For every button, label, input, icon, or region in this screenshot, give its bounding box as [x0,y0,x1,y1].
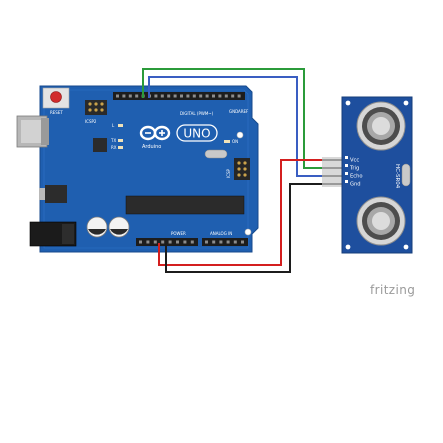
crystal [204,149,228,159]
header-pin [153,240,157,244]
header-pin [205,94,209,98]
header-pin [241,240,244,244]
power-header: POWER [136,231,198,246]
trig-wire [142,68,322,169]
status-leds: L TX RX [110,123,123,150]
header-pin [116,94,119,98]
header-pin [233,240,237,244]
header-pin [173,94,177,98]
gnd-top-label: GND [229,109,238,114]
reset-label: RESET [50,110,63,115]
echo-wire [148,76,322,177]
header-pin [190,240,194,244]
icsp-label: ICSP [226,168,231,178]
header-pin [154,94,158,98]
header-pin [226,240,230,244]
sensor-crystal [401,163,411,187]
pin-label-vcc: Vcc [350,158,359,164]
header-pin [231,94,235,98]
header-pin [212,94,215,98]
analog-label: ANALOG IN [210,231,232,236]
header-pin [128,94,132,98]
usb-chip [93,138,107,152]
capacitor [86,216,108,238]
mounting-hole [244,228,252,236]
tx-label: TX [110,138,116,143]
uno-label: UNO [183,127,210,141]
header-pin [160,94,164,98]
header-pin [122,94,126,98]
l-label: L [112,123,115,128]
ultrasonic-transducer [356,101,406,151]
analog-header: ANALOG IN [202,231,248,246]
pin-label-gnd: Gnd [350,182,361,188]
header-pin [161,240,165,244]
on-led [224,140,230,143]
header-pin [199,94,203,98]
vcc-wire [158,159,322,266]
sensor-header [322,157,344,187]
header-pin [183,240,187,244]
capacitor [108,216,130,238]
icsp-header: ICSP [226,158,250,180]
gnd-wire [165,183,322,273]
rx-label: RX [111,145,117,150]
wires [142,68,322,273]
header-pin [218,94,222,98]
header-pin [219,240,223,244]
header-pin [180,94,183,98]
aref-label: AREF [238,109,249,114]
header-pin [205,240,208,244]
hc-sr04-sensor: HC-SR04 Vcc Trig Echo Gnd [322,96,413,254]
digital-label: DIGITAL (PWM~) [180,111,214,116]
header-pin [176,240,179,244]
pin-label-trig: Trig [349,166,359,172]
atmega-chip [125,195,245,215]
header-pin [167,94,171,98]
icsp2-label: ICSP2 [85,119,97,124]
header-pin [212,240,216,244]
mounting-hole [236,131,244,139]
header-pin [146,240,150,244]
header-pin [192,94,196,98]
header-pin [135,94,139,98]
fritzing-credit: fritzing [370,283,415,297]
pin-label-echo: Echo [350,174,363,180]
header-pin [237,94,241,98]
header-pin [224,94,228,98]
sensor-model-label: HC-SR04 [394,164,400,189]
arduino-logo: UNO Arduino [139,124,218,150]
ultrasonic-transducer [356,196,406,246]
header-pin [139,240,142,244]
arduino-uno-board: RESET ICSP2 DIGITAL (PWM~) GND AREF UNO … [16,85,259,253]
header-pin [186,94,190,98]
arduino-brand: Arduino [142,144,161,150]
on-label: ON [232,139,238,144]
power-label: POWER [171,231,186,236]
header-pin [168,240,172,244]
icsp2-header: ICSP2 [85,100,107,124]
voltage-regulator [39,185,67,203]
